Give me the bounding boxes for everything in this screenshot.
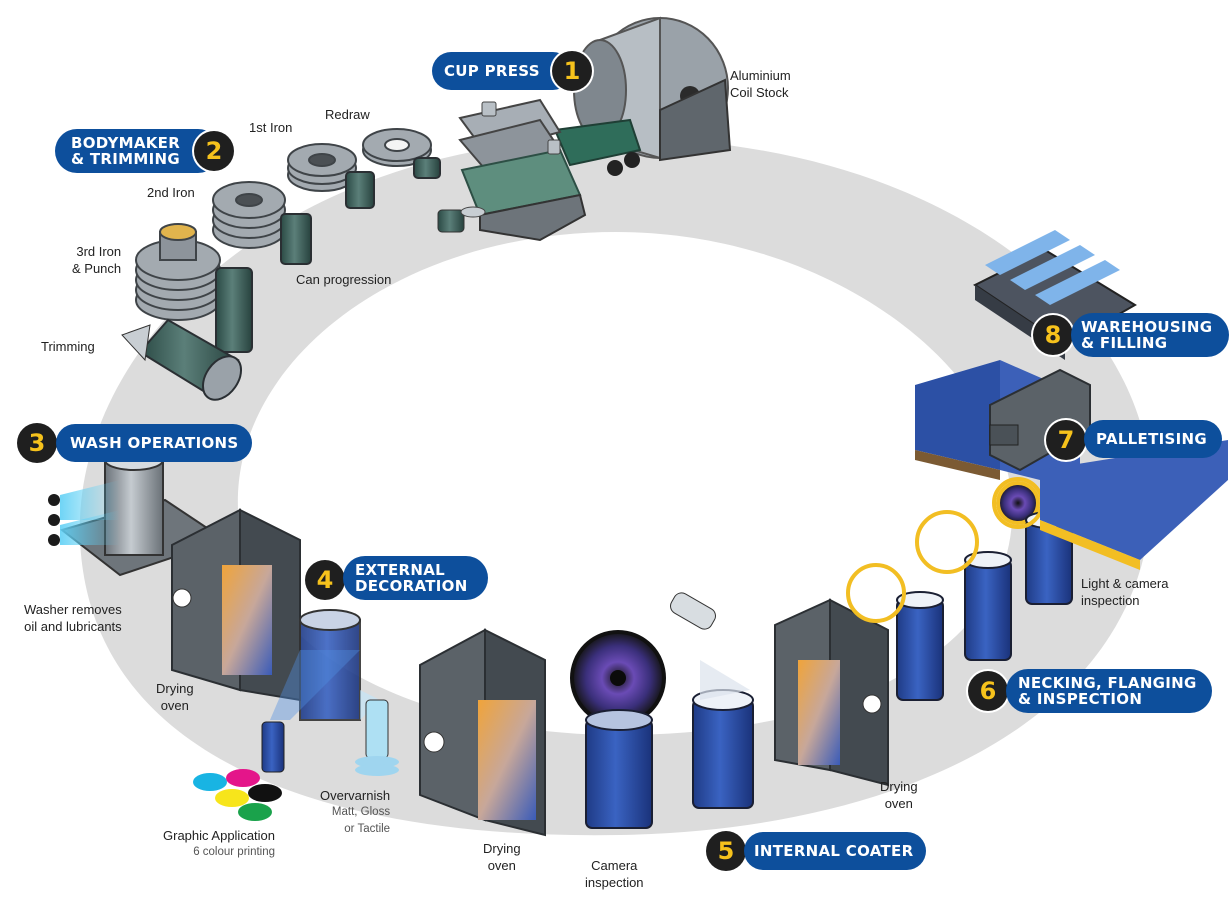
stage-4-line1: EXTERNAL	[355, 561, 445, 579]
iron1-label: 1st Iron	[249, 120, 293, 135]
camera-label-line1: Camera	[591, 858, 638, 873]
drying-oven-2-line1: Drying	[483, 841, 521, 856]
drying-oven-label-3: Drying oven	[880, 778, 918, 812]
stage-3-badge: 3	[17, 423, 57, 463]
light-camera-label: Light & camera inspection	[1081, 575, 1168, 609]
washer-label: Washer removes oil and lubricants	[24, 601, 122, 635]
iron3-label-line1: 3rd Iron	[76, 244, 122, 259]
washer-label-line2: oil and lubricants	[24, 619, 122, 634]
stage-3-label: WASH OPERATIONS	[56, 424, 252, 462]
stage-2-badge: 2	[194, 131, 234, 171]
stage-5-label: INTERNAL COATER	[744, 832, 926, 870]
drying-oven-3-line1: Drying	[880, 779, 918, 794]
drying-oven-2-line2: oven	[487, 858, 516, 873]
stage-2-line2: & TRIMMING	[71, 150, 180, 168]
stage-8-line2: & FILLING	[1081, 334, 1168, 352]
coil-label: Aluminium Coil Stock	[730, 67, 791, 101]
graphic-title: Graphic Application	[163, 828, 276, 843]
stage-1-label: CUP PRESS	[432, 52, 572, 90]
stage-4-line2: DECORATION	[355, 577, 468, 595]
iron3-label-line2: & Punch	[72, 261, 122, 276]
press-icon	[458, 98, 587, 242]
stage-5-badge: 5	[706, 831, 746, 871]
stage-4-label: EXTERNAL DECORATION	[343, 556, 488, 600]
stage-2-label: BODYMAKER & TRIMMING	[55, 129, 220, 173]
drying-oven-label-1: Drying oven	[156, 680, 194, 714]
graphic-label: Graphic Application 6 colour printing	[163, 827, 275, 861]
overvarnish-sub-1: Matt, Gloss	[331, 806, 391, 818]
gauge-icon	[172, 588, 882, 753]
light-camera-line2: inspection	[1081, 593, 1140, 608]
overvarnish-label: Overvarnish Matt, Gloss or Tactile	[320, 787, 390, 838]
drying-oven-label-2: Drying oven	[483, 840, 521, 874]
overvarnish-sub-2: or Tactile	[344, 823, 391, 835]
stage-8-badge: 8	[1033, 315, 1073, 355]
coil-label-line1: Aluminium	[730, 68, 791, 83]
stage-6-line2: & INSPECTION	[1018, 690, 1143, 708]
can-progression-label: Can progression	[296, 272, 392, 287]
washer-label-line1: Washer removes	[24, 602, 122, 617]
graphic-sub: 6 colour printing	[193, 846, 276, 858]
stage-2-line1: BODYMAKER	[71, 134, 181, 152]
camera-label-line2: inspection	[585, 875, 644, 890]
stage-7-badge: 7	[1046, 420, 1086, 460]
washer-icon	[48, 449, 228, 577]
iron2-label: 2nd Iron	[147, 185, 195, 200]
stage-6-label: NECKING, FLANGING & INSPECTION	[1006, 669, 1212, 713]
drying-oven-1-line2: oven	[160, 698, 189, 713]
redraw-label: Redraw	[325, 107, 370, 122]
stage-7-label: PALLETISING	[1084, 420, 1222, 458]
drying-oven-3-line2: oven	[884, 796, 913, 811]
trimming-label: Trimming	[41, 339, 95, 354]
spray-icon	[261, 592, 716, 776]
ring-icon	[135, 128, 432, 321]
stage-6-badge: 6	[968, 671, 1008, 711]
stage-1-badge: 1	[552, 51, 592, 91]
coil-label-line2: Coil Stock	[730, 85, 789, 100]
oven-icon	[171, 508, 889, 837]
stage-8-line1: WAREHOUSING	[1081, 318, 1213, 336]
iron3-label: 3rd Iron & Punch	[72, 243, 121, 277]
overvarnish-title: Overvarnish	[320, 788, 391, 803]
stage-6-line1: NECKING, FLANGING	[1018, 674, 1197, 692]
stage-4-badge: 4	[305, 560, 345, 600]
drying-oven-1-line1: Drying	[156, 681, 194, 696]
camera-label: Camera inspection	[585, 857, 644, 891]
ink-dot-icon	[193, 769, 282, 821]
can-icon	[138, 157, 441, 401]
light-camera-line1: Light & camera	[1081, 576, 1169, 591]
pallet-icon	[915, 360, 1228, 570]
camera-lens-icon	[570, 481, 1040, 726]
stage-8-label: WAREHOUSING & FILLING	[1071, 313, 1229, 357]
